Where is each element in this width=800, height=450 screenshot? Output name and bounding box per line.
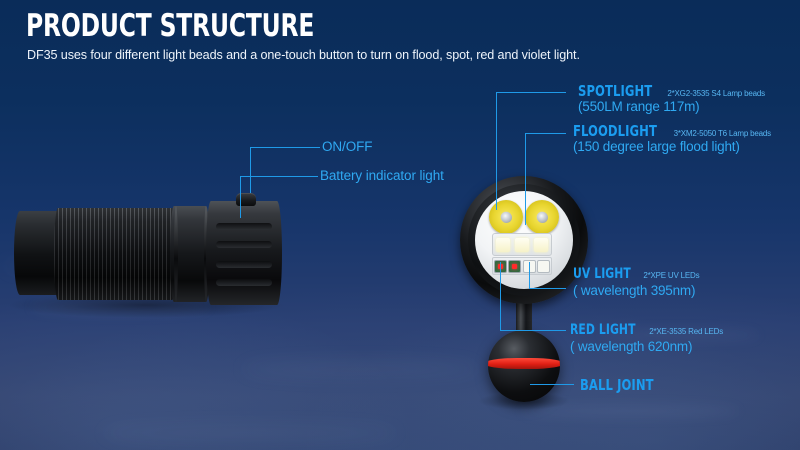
label-red-light-spec: 2*XE-3535 Red LEDs	[649, 327, 724, 336]
torch-slot	[216, 241, 272, 248]
floodlight-led-block	[492, 233, 552, 256]
page-subtitle: DF35 uses four different light beads and…	[27, 48, 580, 62]
spotlight-reflector	[489, 200, 523, 234]
label-floodlight: FLOODLIGHT 3*XM2-5050 T6 Lamp beads	[573, 122, 771, 140]
torch-slot	[216, 279, 272, 286]
label-on-off: ON/OFF	[322, 139, 373, 154]
spotlight-reflector	[525, 200, 559, 234]
red-led	[508, 259, 522, 273]
label-floodlight-detail-row: (150 degree large flood light)	[573, 139, 740, 154]
label-spotlight-title: SPOTLIGHT	[578, 82, 653, 100]
label-red-light-detail-row: ( wavelength 620nm)	[570, 339, 692, 354]
leader-line-uv	[529, 288, 566, 289]
label-uv-light-detail: ( wavelength 395nm)	[573, 283, 696, 298]
label-red-light-title: RED LIGHT	[570, 322, 636, 338]
floodlight-led	[534, 237, 549, 252]
leader-line-red	[500, 330, 566, 331]
floodlight-led	[514, 237, 529, 252]
label-spotlight: SPOTLIGHT 2*XG2-3535 S4 Lamp beads	[578, 82, 765, 100]
leader-line-spotlight	[496, 92, 497, 210]
label-spotlight-detail: (550LM range 117m)	[578, 99, 700, 114]
torch-slot	[216, 223, 272, 230]
leader-line-spotlight	[496, 92, 566, 93]
torch-ring	[174, 206, 178, 302]
torch-slot	[216, 261, 272, 268]
power-button-icon[interactable]	[236, 193, 256, 206]
lamp-face	[475, 191, 573, 289]
label-red-light: RED LIGHT 2*XE-3535 Red LEDs	[570, 322, 723, 338]
label-spotlight-spec: 2*XG2-3535 S4 Lamp beads	[667, 89, 765, 98]
leader-line-red	[500, 262, 501, 330]
leader-line-floodlight	[525, 133, 526, 225]
flashlight-body-icon	[14, 193, 282, 311]
spotlight-led	[500, 211, 512, 223]
leader-line-on-off	[250, 147, 320, 148]
torch-head-section	[206, 201, 282, 305]
label-red-light-detail: ( wavelength 620nm)	[570, 339, 693, 354]
page-title: PRODUCT STRUCTURE	[26, 8, 315, 44]
label-spotlight-detail-row: (550LM range 117m)	[578, 99, 700, 114]
label-ball-joint-title: BALL JOINT	[580, 376, 654, 394]
label-floodlight-title: FLOODLIGHT	[573, 122, 657, 140]
ball-joint-icon	[488, 330, 560, 402]
label-battery-indicator-text: Battery indicator light	[320, 168, 444, 183]
label-uv-light-title: UV LIGHT	[573, 266, 631, 282]
spotlight-led	[536, 211, 548, 223]
label-ball-joint: BALL JOINT	[580, 376, 666, 394]
label-floodlight-spec: 3*XM2-5050 T6 Lamp beads	[673, 129, 772, 138]
led-lamp-head-icon	[460, 176, 588, 304]
leader-line-on-off	[250, 147, 251, 193]
red-uv-led-block	[492, 257, 552, 275]
leader-line-floodlight	[525, 133, 566, 134]
leader-line-battery	[240, 176, 318, 177]
label-floodlight-detail: (150 degree large flood light)	[573, 139, 740, 154]
water-streak	[240, 360, 480, 378]
uv-led	[537, 259, 551, 273]
label-uv-light-detail-row: ( wavelength 395nm)	[573, 283, 695, 298]
label-battery-indicator: Battery indicator light	[320, 168, 444, 183]
torch-tail-cap	[14, 211, 60, 295]
leader-line-uv	[529, 262, 530, 288]
water-streak	[100, 425, 400, 441]
label-on-off-text: ON/OFF	[322, 139, 373, 154]
label-uv-light: UV LIGHT 2*XPE UV LEDs	[573, 266, 700, 282]
label-uv-light-spec: 2*XPE UV LEDs	[643, 271, 700, 280]
floodlight-led	[495, 237, 510, 252]
torch-knurled-grip	[54, 208, 176, 300]
ball-joint-red-band	[488, 358, 560, 369]
leader-line-battery	[240, 176, 241, 218]
leader-line-ball-joint	[530, 384, 574, 385]
